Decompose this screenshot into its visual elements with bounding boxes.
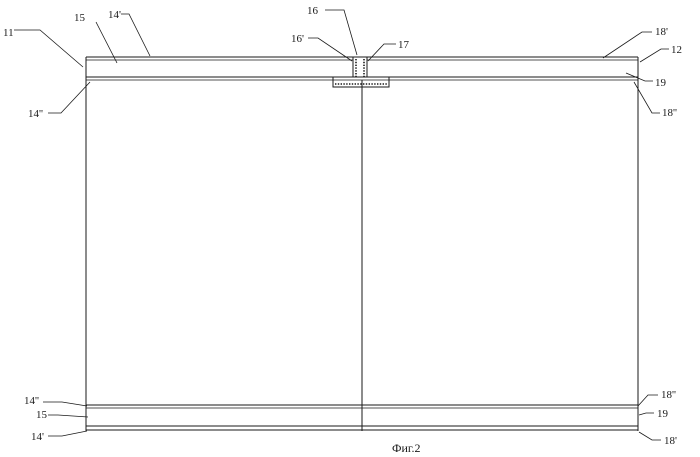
label-16: 16 (307, 5, 319, 17)
label-18-prime-bottom-right: 18' (664, 435, 677, 447)
leader-lines (14, 10, 669, 440)
label-16-prime: 16' (291, 33, 304, 45)
label-14-prime-top-left: 14' (108, 9, 121, 21)
label-14-double-prime-top-left: 14'' (28, 108, 43, 120)
label-15-bottom: 15 (36, 409, 48, 421)
figure-caption: Фиг.2 (392, 441, 420, 455)
label-12: 12 (671, 44, 682, 56)
label-18-double-prime-bottom-right: 18'' (661, 389, 676, 401)
label-18-double-prime-top-right: 18'' (662, 107, 677, 119)
label-19-top: 19 (655, 77, 667, 89)
label-11: 11 (3, 27, 14, 39)
label-19-bottom: 19 (657, 408, 669, 420)
reference-labels: 11 14' 15 16 16' 17 18' 12 19 18'' 14'' … (3, 5, 682, 447)
t-joint-profile (333, 57, 389, 87)
panel-structure (86, 57, 638, 431)
label-15-top: 15 (74, 12, 86, 24)
label-18-prime-top-right: 18' (655, 26, 668, 38)
label-17: 17 (398, 39, 410, 51)
label-14-double-prime-bottom-left: 14'' (24, 395, 39, 407)
label-14-prime-bottom-left: 14' (31, 431, 44, 443)
